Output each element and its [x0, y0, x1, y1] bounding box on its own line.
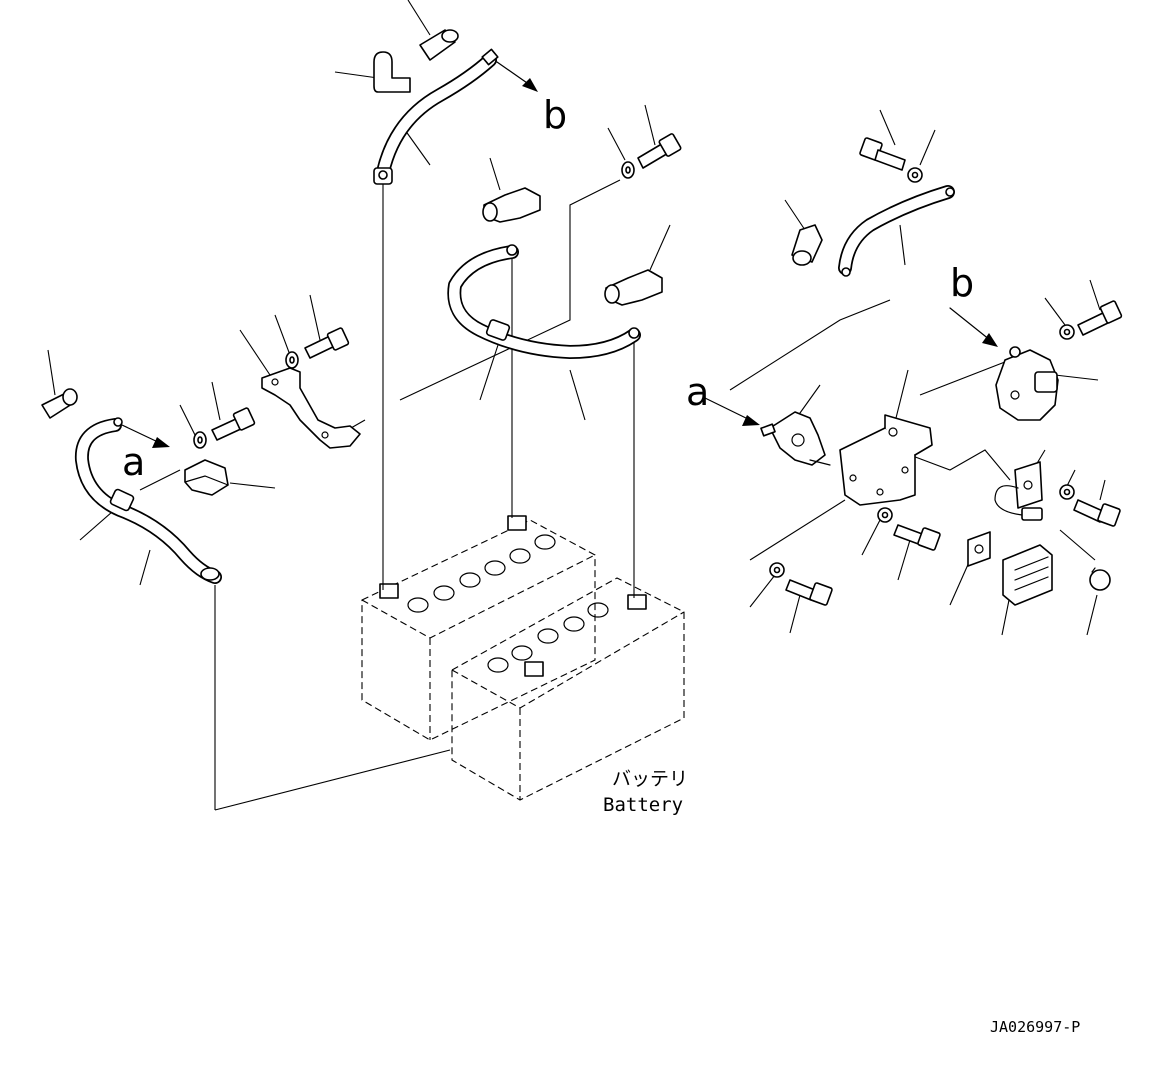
bolt-right-top	[859, 137, 906, 171]
small-plate	[967, 531, 991, 567]
cable-boot-right	[791, 224, 823, 266]
terminal-cover-left-boot	[41, 388, 78, 419]
battery-label-en: Battery	[603, 794, 683, 816]
battery-label-jp: バッテリ	[612, 768, 688, 790]
leader-lines	[47, 0, 1106, 636]
cable-left	[74, 417, 222, 584]
washer-plate	[1059, 484, 1075, 500]
bolt-lower-left	[785, 579, 833, 606]
terminal-cover-center-2	[604, 269, 663, 306]
washer-left	[193, 431, 207, 449]
washer-lower-left	[769, 562, 785, 578]
disconnect-switch	[760, 411, 831, 466]
terminal-cover-top-boot	[419, 29, 459, 61]
washer-relay	[1059, 324, 1075, 340]
bracket-left	[261, 367, 361, 449]
ref-letter-b-right: b	[950, 261, 974, 305]
washer-center-top	[621, 161, 635, 179]
bolt-center-top	[637, 133, 682, 169]
connection-lines	[139, 179, 1096, 811]
bolt-plate	[1073, 499, 1121, 527]
cable-right	[838, 185, 955, 277]
wire-plate	[994, 461, 1043, 521]
battery-rear	[361, 515, 596, 741]
washer-lower-mid	[877, 507, 893, 523]
battery-relay	[995, 346, 1059, 421]
cable-jumper-center	[447, 244, 641, 359]
terminal-cover-center-1	[482, 187, 541, 223]
battery-front	[451, 577, 685, 801]
bolt-relay	[1077, 300, 1123, 336]
relay-cover	[1002, 544, 1053, 606]
terminal-cover-left	[184, 459, 229, 496]
bolt-bracket	[304, 327, 350, 359]
washer-bracket	[285, 351, 299, 369]
mounting-bracket	[839, 414, 933, 506]
terminal-cover-top-elbow	[373, 51, 411, 93]
cable-top-to-b	[373, 48, 499, 185]
clip-pin	[1089, 567, 1111, 591]
ref-letter-a-right: a	[686, 370, 709, 414]
ref-letter-b-top: b	[543, 93, 567, 137]
washer-right-top	[907, 167, 923, 183]
arrows	[121, 61, 998, 448]
ref-letter-a-left: a	[122, 440, 145, 484]
drawing-code: JA026997-P	[990, 1018, 1080, 1036]
bolt-lower-mid	[893, 524, 941, 551]
bolt-left	[211, 407, 256, 441]
